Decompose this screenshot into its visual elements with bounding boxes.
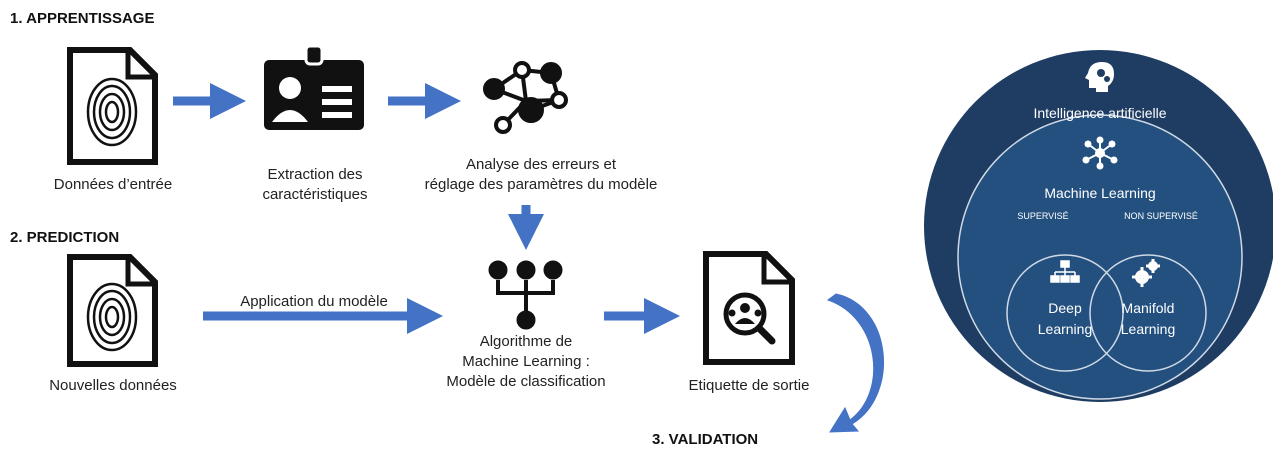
caption-feature-extraction: Extraction des caractéristiques xyxy=(230,165,400,205)
caption-new-data: Nouvelles données xyxy=(49,377,177,394)
venn-label-deep-1: Deep xyxy=(1048,300,1082,316)
ai-venn-diagram: Intelligence artificielle Machine Learni… xyxy=(924,50,1273,402)
caption-apply-model: Application du modèle xyxy=(240,293,388,310)
caption-output-label: Etiquette de sortie xyxy=(688,377,810,394)
venn-label-deep-2: Learning xyxy=(1038,321,1093,337)
section-title-prediction: 2. PREDICTION xyxy=(10,229,120,246)
id-card-icon xyxy=(264,44,364,130)
caption-error-analysis: Analyse des erreurs et réglage des param… xyxy=(396,155,686,195)
caption-input-data: Données d’entrée xyxy=(53,176,173,193)
caption-line: Extraction des xyxy=(267,166,363,183)
brain-gears-icon xyxy=(1085,62,1114,92)
search-document-icon xyxy=(703,251,795,365)
fingerprint-document-icon xyxy=(67,254,158,367)
caption-line: Machine Learning : xyxy=(462,353,590,370)
section-title-validation: 3. VALIDATION xyxy=(652,431,759,448)
caption-algorithm: Algorithme de Machine Learning : Modèle … xyxy=(421,332,631,392)
venn-label-manifold-2: Learning xyxy=(1121,321,1176,337)
venn-label-unsupervised: NON SUPERVISÉ xyxy=(1124,211,1198,221)
caption-line: Analyse des erreurs et xyxy=(465,156,617,173)
ml-network-icon xyxy=(1082,136,1118,170)
fingerprint-document-icon xyxy=(67,47,158,165)
venn-label-ml: Machine Learning xyxy=(1044,185,1155,201)
algorithm-tree-icon xyxy=(488,260,563,330)
venn-label-manifold-1: Manifold xyxy=(1122,300,1175,316)
venn-label-supervised: SUPERVISÉ xyxy=(1017,211,1068,221)
section-title-learning: 1. APPRENTISSAGE xyxy=(10,10,155,27)
caption-line: Modèle de classification xyxy=(446,373,606,390)
hierarchy-icon xyxy=(1050,260,1080,283)
gears-icon xyxy=(1132,259,1160,287)
caption-line: caractéristiques xyxy=(262,186,368,203)
venn-label-ai: Intelligence artificielle xyxy=(1033,105,1166,121)
caption-line: Algorithme de xyxy=(479,333,573,350)
network-icon xyxy=(483,61,568,134)
validation-arrow xyxy=(826,293,884,433)
caption-line: réglage des paramètres du modèle xyxy=(424,176,658,193)
